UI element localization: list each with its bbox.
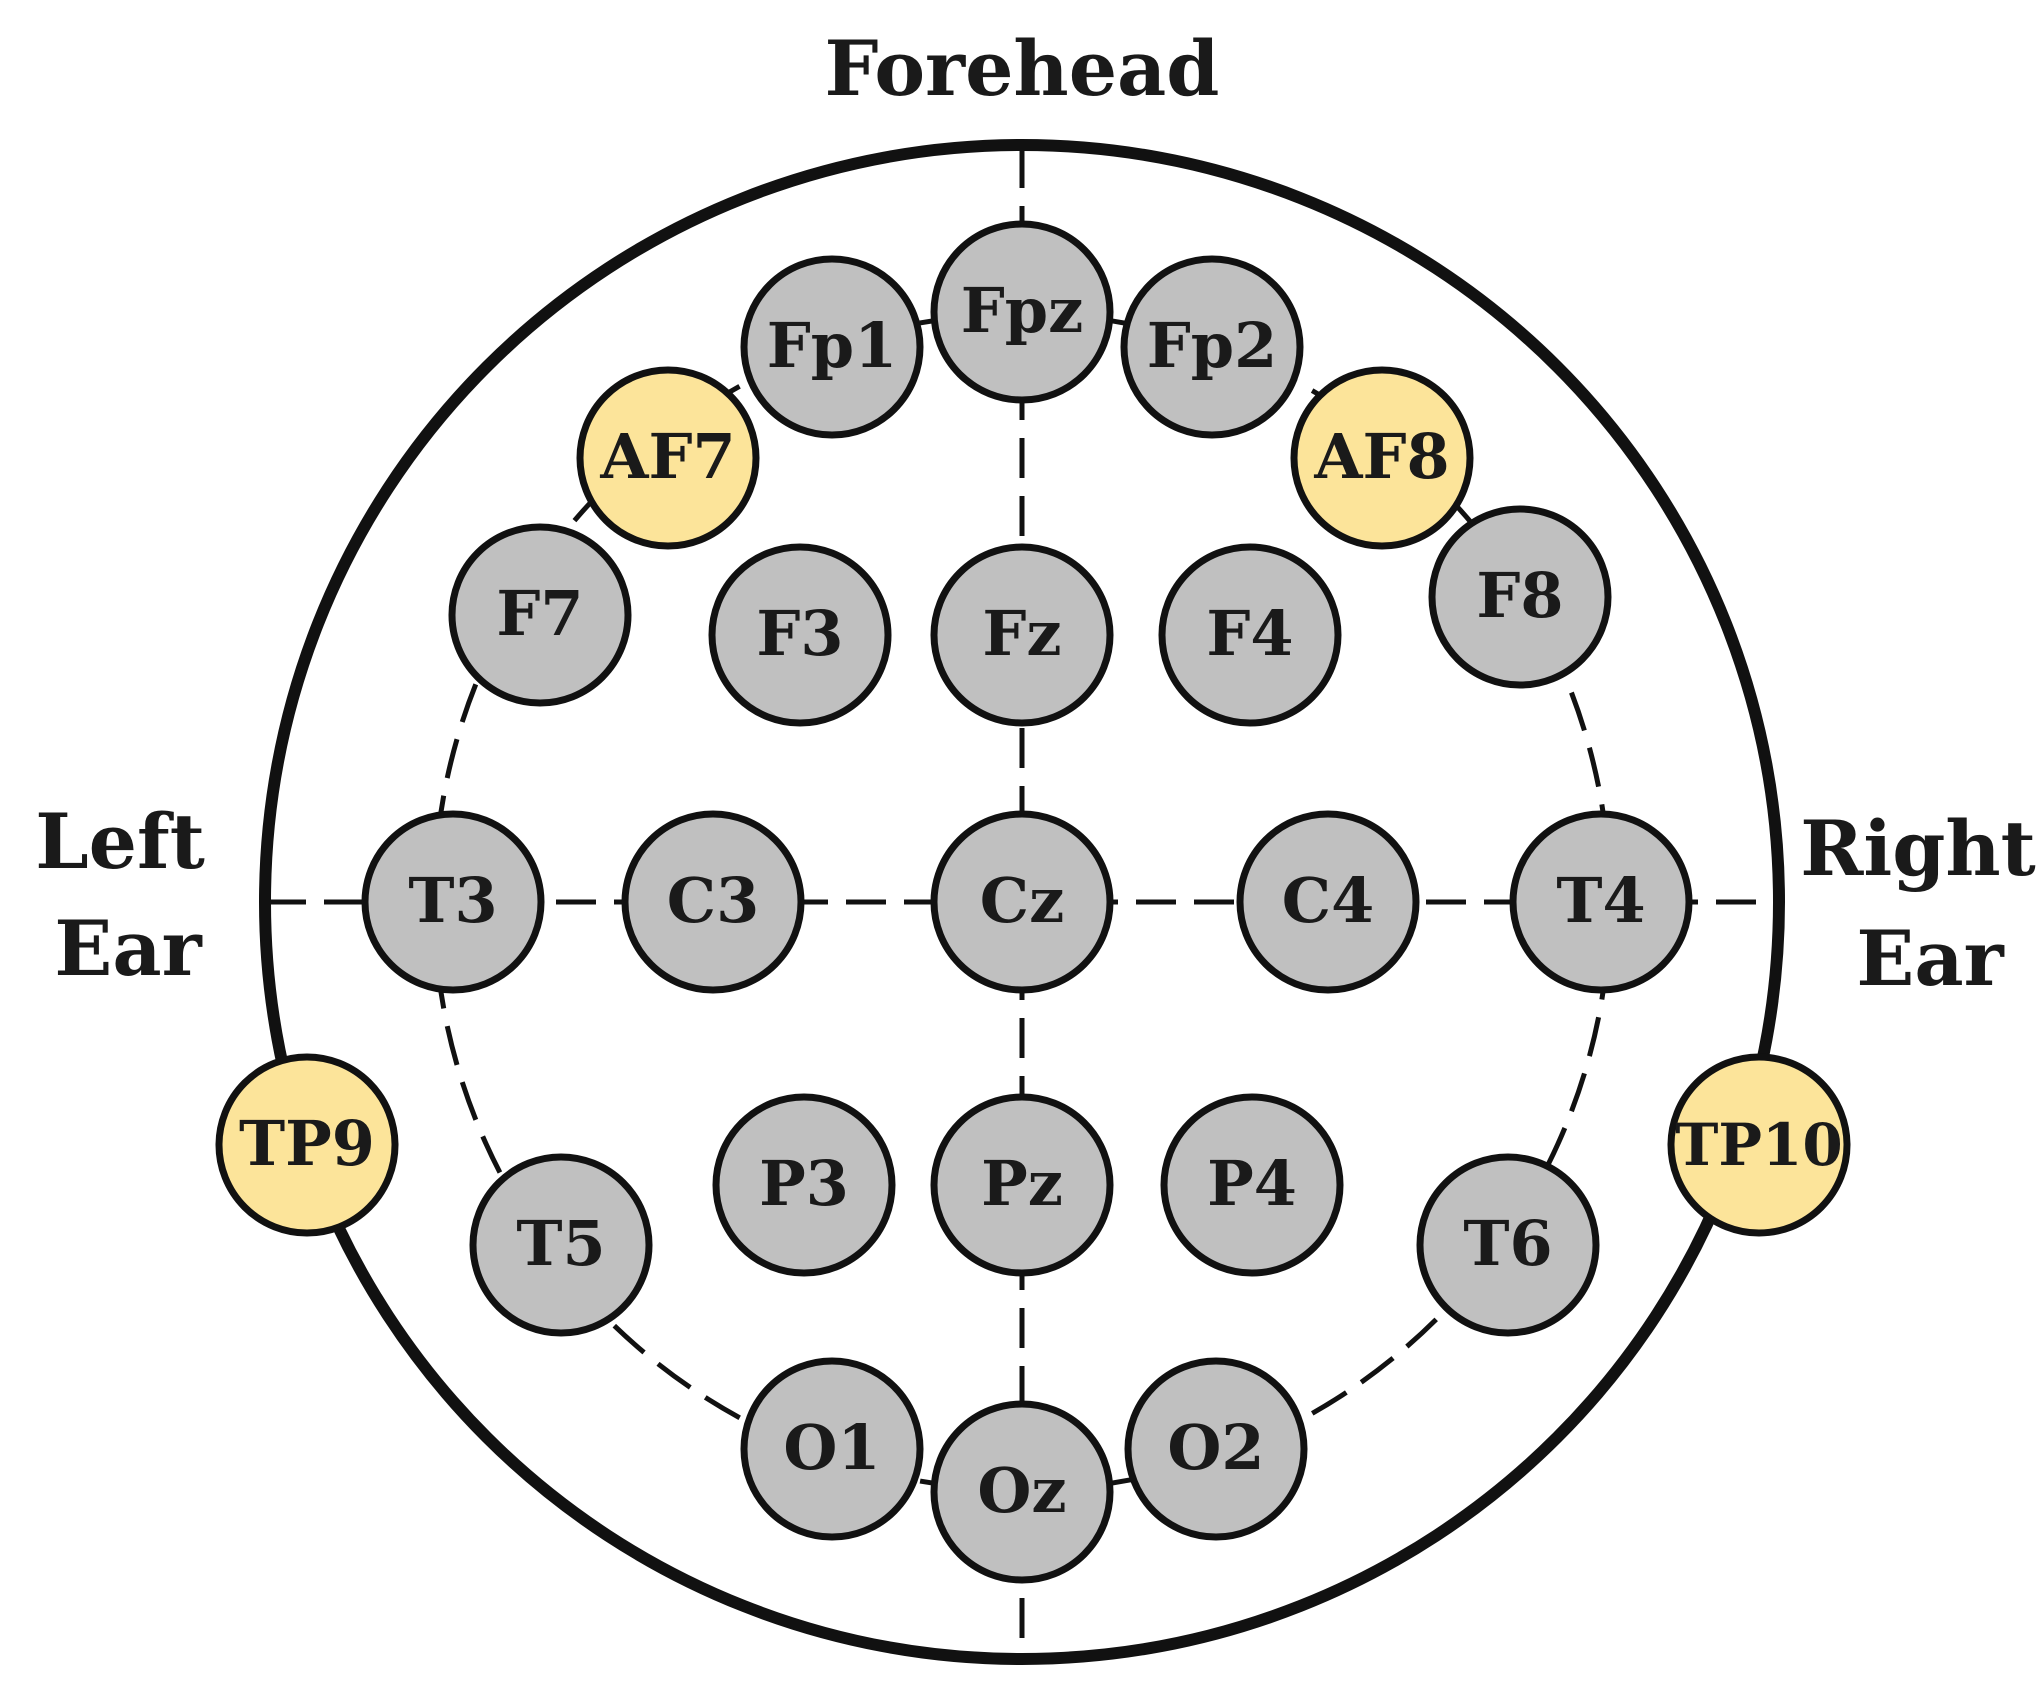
electrode-tp9: TP9 — [215, 1053, 399, 1237]
electrode-label: O1 — [783, 1411, 880, 1484]
electrode-fp2: Fp2 — [1120, 255, 1304, 439]
forehead-label: Forehead — [825, 24, 1220, 113]
electrode-label: T3 — [408, 864, 497, 937]
electrode-p3: P3 — [712, 1093, 896, 1277]
electrode-oz: Oz — [930, 1400, 1114, 1584]
electrode-p4: P4 — [1160, 1093, 1344, 1277]
electrode-label: Oz — [977, 1454, 1066, 1527]
electrode-c4: C4 — [1236, 810, 1420, 994]
electrode-label: P3 — [759, 1147, 849, 1220]
electrode-label: Fp2 — [1147, 309, 1278, 382]
electrode-circle — [930, 220, 1114, 404]
electrode-circle — [708, 543, 892, 727]
electrode-f7: F7 — [448, 523, 632, 707]
electrode-label: Cz — [980, 864, 1065, 937]
electrode-circle — [1509, 810, 1693, 994]
electrode-af8: AF8 — [1290, 366, 1474, 550]
electrode-label: C3 — [667, 864, 760, 937]
electrode-circle — [930, 1400, 1114, 1584]
electrode-circle — [1158, 543, 1342, 727]
electrode-circle — [361, 810, 545, 994]
electrode-circle — [1236, 810, 1420, 994]
electrode-circle — [621, 810, 805, 994]
electrode-circle — [1124, 1357, 1308, 1541]
electrode-circle — [1120, 255, 1304, 439]
electrode-cz: Cz — [930, 810, 1114, 994]
electrode-label: AF7 — [599, 420, 735, 493]
electrode-label: T5 — [516, 1207, 605, 1280]
electrode-label: F8 — [1476, 559, 1563, 632]
electrode-circle — [215, 1053, 399, 1237]
electrode-t6: T6 — [1416, 1153, 1600, 1337]
electrode-t4: T4 — [1509, 810, 1693, 994]
electrode-label: F4 — [1206, 597, 1293, 670]
electrode-circle — [1428, 505, 1612, 689]
electrode-circle — [1160, 1093, 1344, 1277]
right-ear-label-line1: Right — [1800, 804, 2036, 893]
electrode-circle — [469, 1153, 653, 1337]
electrode-label: F3 — [756, 597, 843, 670]
electrode-f8: F8 — [1428, 505, 1612, 689]
electrode-label: P4 — [1207, 1147, 1297, 1220]
electrode-label: O2 — [1167, 1411, 1264, 1484]
electrode-circle — [1290, 366, 1474, 550]
left-ear-label-line2: Ear — [54, 904, 202, 993]
electrode-t3: T3 — [361, 810, 545, 994]
electrode-label: TP9 — [239, 1107, 375, 1180]
electrode-o2: O2 — [1124, 1357, 1308, 1541]
electrode-circle — [740, 255, 924, 439]
electrode-label: T4 — [1556, 864, 1645, 937]
electrode-label: AF8 — [1313, 420, 1449, 493]
electrode-label: C4 — [1282, 864, 1375, 937]
electrode-circle — [448, 523, 632, 707]
electrode-t5: T5 — [469, 1153, 653, 1337]
electrode-circle — [1667, 1053, 1851, 1237]
electrode-label: Fz — [982, 597, 1061, 670]
electrode-label: T6 — [1463, 1207, 1552, 1280]
electrode-c3: C3 — [621, 810, 805, 994]
electrode-circle — [930, 1093, 1114, 1277]
electrode-fp1: Fp1 — [740, 255, 924, 439]
electrode-f4: F4 — [1158, 543, 1342, 727]
electrode-label: Fp1 — [767, 309, 898, 382]
electrode-fz: Fz — [930, 543, 1114, 727]
electrode-circle — [1416, 1153, 1600, 1337]
electrode-o1: O1 — [740, 1357, 924, 1541]
electrode-circle — [712, 1093, 896, 1277]
right-ear-label-line2: Ear — [1856, 914, 2004, 1003]
electrode-label: F7 — [496, 577, 583, 650]
electrode-af7: AF7 — [576, 366, 760, 550]
electrode-pz: Pz — [930, 1093, 1114, 1277]
electrode-circle — [740, 1357, 924, 1541]
electrode-label: TP10 — [1675, 1111, 1843, 1179]
electrode-f3: F3 — [708, 543, 892, 727]
electrode-fpz: Fpz — [930, 220, 1114, 404]
electrode-label: Pz — [981, 1147, 1063, 1220]
electrode-tp10: TP10 — [1667, 1053, 1851, 1237]
electrode-circle — [930, 810, 1114, 994]
electrode-label: Fpz — [961, 274, 1084, 347]
electrode-circle — [576, 366, 760, 550]
electrode-circle — [930, 543, 1114, 727]
left-ear-label-line1: Left — [35, 797, 205, 886]
head-outline — [259, 139, 1785, 1665]
